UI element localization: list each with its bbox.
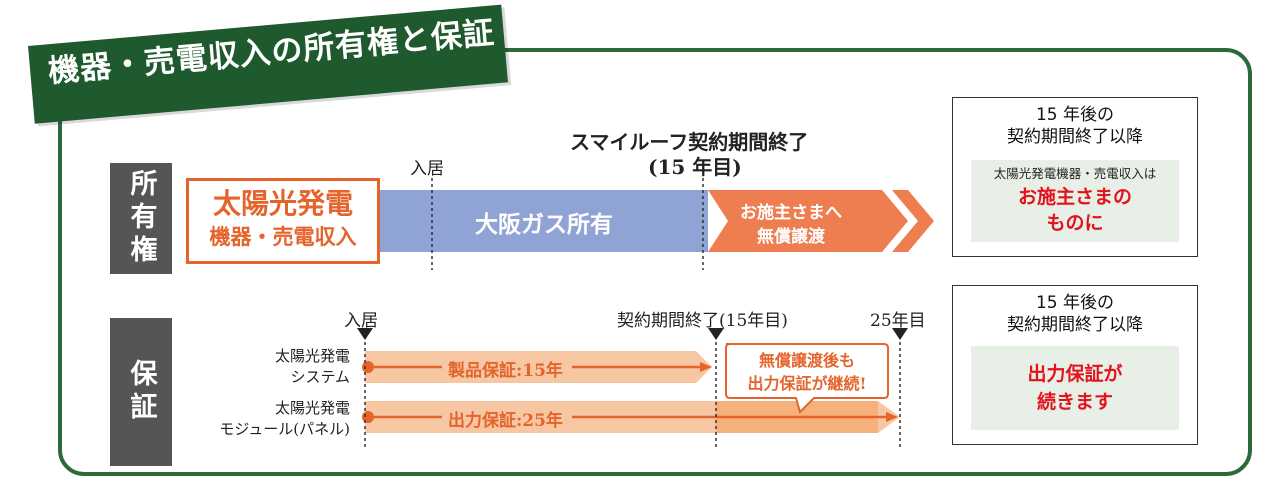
side-bottom-head-line2: 契約期間終了以降 [1007, 315, 1143, 335]
output-warranty-label: 出力保証:25年 [448, 411, 563, 431]
side-box-ownership: 15 年後の 契約期間終了以降 太陽光発電機器・売電収入は お施主さまの ものに [952, 97, 1198, 257]
transfer-label-line1: お施主さまへ [740, 203, 842, 223]
warranty-label: 保証 [110, 318, 172, 466]
contract-end-title: スマイルーフ契約期間終了 [570, 130, 809, 154]
callout-bubble [725, 343, 889, 414]
year25-marker-icon [892, 328, 908, 340]
module-label-line2: モジュール(パネル) [219, 420, 350, 438]
callout-line1: 無償譲渡後も [758, 351, 855, 370]
side-top-head-line1: 15 年後の [1035, 105, 1115, 125]
contract-end-marker-icon [708, 328, 724, 340]
side-bottom-head-line1: 15 年後の [1035, 293, 1115, 313]
product-warranty-label: 製品保証:15年 [448, 361, 563, 381]
move-in-marker-icon [357, 328, 373, 340]
start-dot-icon [362, 411, 374, 423]
warranty-move-in-label: 入居 [344, 311, 378, 331]
side-top-note: 太陽光発電機器・売電収入は [993, 166, 1157, 181]
product-warranty-bar [365, 351, 712, 383]
chevron-right-icon [892, 190, 934, 252]
system-label-line1: 太陽光発電 [274, 347, 350, 365]
solar-asset-box: 太陽光発電 機器・売電収入 [186, 178, 380, 264]
side-top-red-line1: お施主さまの [1017, 186, 1132, 208]
side-top-inner: 太陽光発電機器・売電収入は お施主さまの ものに [971, 160, 1179, 242]
side-bottom-inner: 出力保証が 続きます [971, 346, 1179, 430]
side-top-red-line2: ものに [1046, 212, 1104, 234]
ownership-label: 所有権 [110, 163, 172, 274]
osaka-gas-label: 大阪ガス所有 [475, 211, 613, 238]
system-label-line2: システム [290, 368, 350, 386]
side-bottom-red-line1: 出力保証が [1027, 363, 1123, 385]
contract-end-year: (15 年目) [648, 155, 742, 179]
transfer-arrow [708, 190, 908, 252]
transfer-label-line2: 無償譲渡 [757, 227, 825, 247]
side-bottom-red-line2: 続きます [1036, 391, 1113, 413]
module-label-line1: 太陽光発電 [274, 399, 350, 417]
side-top-head-line2: 契約期間終了以降 [1007, 127, 1143, 147]
year25-label: 25年目 [870, 311, 926, 331]
callout-line2: 出力保証が継続! [747, 374, 867, 393]
arrow-head-icon [700, 362, 712, 372]
osaka-gas-bar [380, 190, 708, 252]
warranty-contract-end-label: 契約期間終了(15年目) [617, 311, 788, 331]
ownership-move-in-label: 入居 [410, 159, 444, 179]
solar-asset-line1: 太陽光発電 [212, 187, 353, 220]
side-box-warranty: 15 年後の 契約期間終了以降 出力保証が 続きます [952, 285, 1198, 445]
start-dot-icon [362, 361, 374, 373]
solar-asset-line2: 機器・売電収入 [209, 224, 357, 249]
arrow-head-icon [886, 412, 898, 422]
